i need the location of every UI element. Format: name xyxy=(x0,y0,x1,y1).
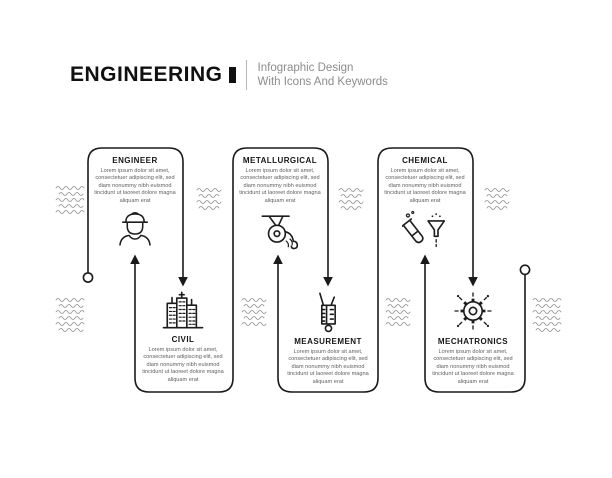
test-tube-funnel-icon xyxy=(400,209,448,253)
section-body-civil: Lorem ipsum dolor sit amet, consectetuer… xyxy=(142,347,224,383)
section-title-measurement: MEASUREMENT xyxy=(294,337,362,346)
section-title-chemical: CHEMICAL xyxy=(402,156,448,165)
section-body-mechatronics: Lorem ipsum dolor sit amet, consectetuer… xyxy=(432,349,514,385)
flow-hook-civil-u-metallurgical-arch xyxy=(134,147,329,393)
section-metallurgical: METALLURGICAL Lorem ipsum dolor sit amet… xyxy=(238,156,322,253)
start-node-circle xyxy=(82,272,94,283)
gear-circuit-icon xyxy=(451,289,495,333)
flow-weave xyxy=(87,147,526,393)
flow-hook-measurement-u-chemical-arch xyxy=(277,147,474,393)
squiggle-cluster-mid2-lower xyxy=(385,298,411,326)
arrow-up-metallurgical-icon xyxy=(273,254,283,264)
flow-terminals xyxy=(82,264,531,283)
header: ENGINEERING Infographic Design With Icon… xyxy=(70,60,388,90)
section-engineer: ENGINEER Lorem ipsum dolor sit amet, con… xyxy=(93,156,177,249)
squiggle-cluster-mid1-upper xyxy=(196,188,222,210)
squiggle-cluster-right-lower xyxy=(532,298,562,332)
arrow-down-mechatronics-icon xyxy=(468,277,478,287)
arrow-up-chemical-icon xyxy=(420,254,430,264)
section-body-measurement: Lorem ipsum dolor sit amet, consectetuer… xyxy=(287,349,369,385)
engineer-icon xyxy=(115,209,155,249)
section-title-civil: CIVIL xyxy=(171,335,195,344)
header-subtitle-line2: With Icons And Keywords xyxy=(257,76,388,88)
page-title: ENGINEERING xyxy=(70,63,223,86)
header-divider xyxy=(245,60,247,90)
squiggle-decor xyxy=(55,186,562,332)
section-measurement: MEASUREMENT Lorem ipsum dolor sit amet, … xyxy=(286,289,370,386)
caliper-icon xyxy=(307,289,349,333)
section-title-engineer: ENGINEER xyxy=(112,156,158,165)
buildings-icon xyxy=(160,289,206,331)
section-body-metallurgical: Lorem ipsum dolor sit amet, consectetuer… xyxy=(239,168,321,204)
section-title-metallurgical: METALLURGICAL xyxy=(242,156,318,165)
squiggle-cluster-left-lower xyxy=(55,298,85,332)
end-node-circle xyxy=(519,264,531,276)
header-subtitle: Infographic Design With Icons And Keywor… xyxy=(258,61,388,90)
flow-arrows xyxy=(130,254,478,287)
section-body-engineer: Lorem ipsum dolor sit amet, consectetuer… xyxy=(94,168,176,204)
arrow-down-civil-icon xyxy=(178,277,188,287)
header-subtitle-line1: Infographic Design xyxy=(257,61,354,74)
squiggle-cluster-mid1-lower xyxy=(241,298,267,326)
section-civil: CIVIL Lorem ipsum dolor sit amet, consec… xyxy=(141,289,225,384)
squiggle-cluster-right-upper xyxy=(484,188,510,210)
pulley-hook-icon xyxy=(257,209,303,253)
flow-hook-engineer-arch xyxy=(87,147,184,278)
arrow-up-engineer-icon xyxy=(130,254,140,264)
squiggle-cluster-left-upper xyxy=(55,186,85,214)
section-mechatronics: MECHATRONICS Lorem ipsum dolor sit amet,… xyxy=(431,289,515,386)
section-title-mechatronics: MECHATRONICS xyxy=(437,337,509,346)
section-chemical: CHEMICAL Lorem ipsum dolor sit amet, con… xyxy=(383,156,467,253)
squiggle-cluster-mid2-upper xyxy=(338,188,364,210)
flow-hook-mechatronics-u xyxy=(424,263,526,393)
section-body-chemical: Lorem ipsum dolor sit amet, consectetuer… xyxy=(384,168,466,204)
arrow-down-measurement-icon xyxy=(323,277,333,287)
title-block-mark xyxy=(228,67,236,83)
